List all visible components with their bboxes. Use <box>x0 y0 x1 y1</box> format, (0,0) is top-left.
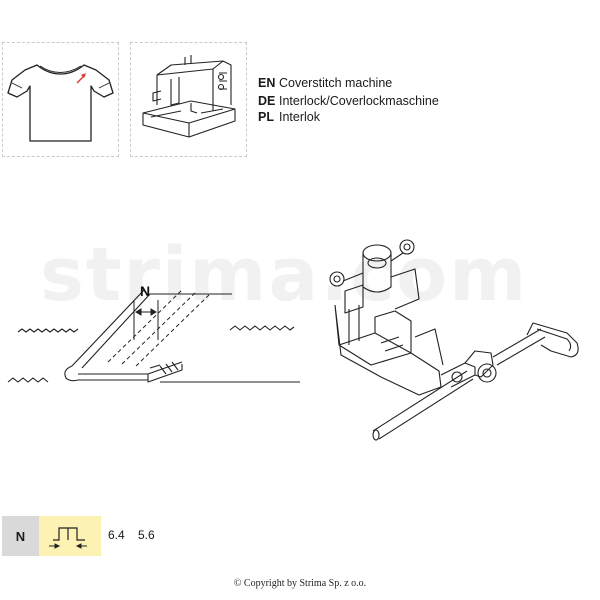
spec-row: N 6.4 5.6 <box>0 516 600 556</box>
fabric-edge-lower <box>7 377 49 383</box>
tshirt-thumbnail <box>2 42 119 157</box>
sewing-machine-icon <box>142 55 236 138</box>
fabric-edge-top <box>17 328 79 333</box>
spec-key: N <box>2 516 39 556</box>
spec-value: 6.4 <box>108 528 125 542</box>
stitch-line-3 <box>135 293 211 367</box>
copyright-footer: © Copyright by Strima Sp. z o.o. <box>233 578 367 589</box>
language-code: EN <box>258 76 276 90</box>
language-code: PL <box>258 110 274 124</box>
fabric-edge-right <box>229 325 295 331</box>
sewing-machine-thumbnail <box>130 42 247 157</box>
spec-value: 5.6 <box>138 528 155 542</box>
hem-fold <box>64 365 148 382</box>
stitch-line-1 <box>107 289 183 363</box>
language-line-pl: PL Interlok <box>258 110 320 124</box>
dimension-label: N <box>140 283 150 299</box>
watermark: strima.com <box>40 232 529 318</box>
language-text: Coverstitch machine <box>279 76 393 90</box>
seam-diagram: N <box>7 283 300 383</box>
language-text: Interlock/Coverlockmaschine <box>279 94 439 108</box>
tshirt-icon <box>7 64 114 142</box>
presser-foot-diagram <box>329 239 579 441</box>
stitch-line-2 <box>121 291 197 365</box>
fabric-fold-top <box>81 293 232 369</box>
stitch-width-icon <box>39 516 101 556</box>
language-code: DE <box>258 94 276 108</box>
language-text: Interlok <box>279 110 320 124</box>
